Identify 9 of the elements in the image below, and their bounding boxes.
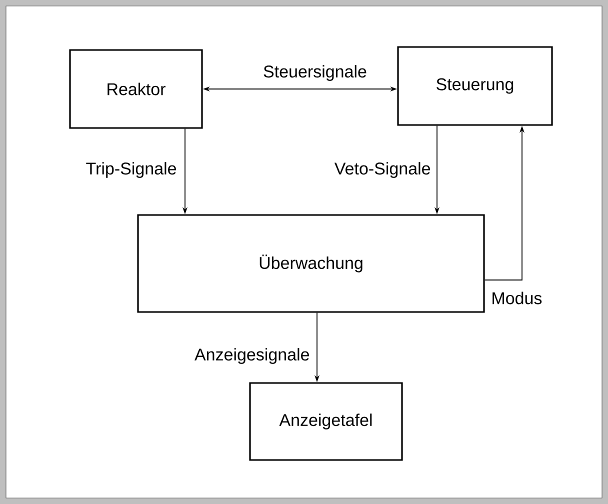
edge-label: Steuersignale <box>262 64 368 82</box>
edge-label: Modus <box>490 290 544 306</box>
process-box: Anzeigetafel <box>249 382 403 461</box>
process-box: Überwachung <box>137 214 485 313</box>
process-box: Steuerung <box>397 46 553 126</box>
edge-label: Trip-Signale <box>84 161 178 179</box>
edge-label: Veto-Signale <box>333 161 432 179</box>
edge-label: Anzeigesignale <box>194 347 311 365</box>
process-box: Reaktor <box>69 49 203 129</box>
